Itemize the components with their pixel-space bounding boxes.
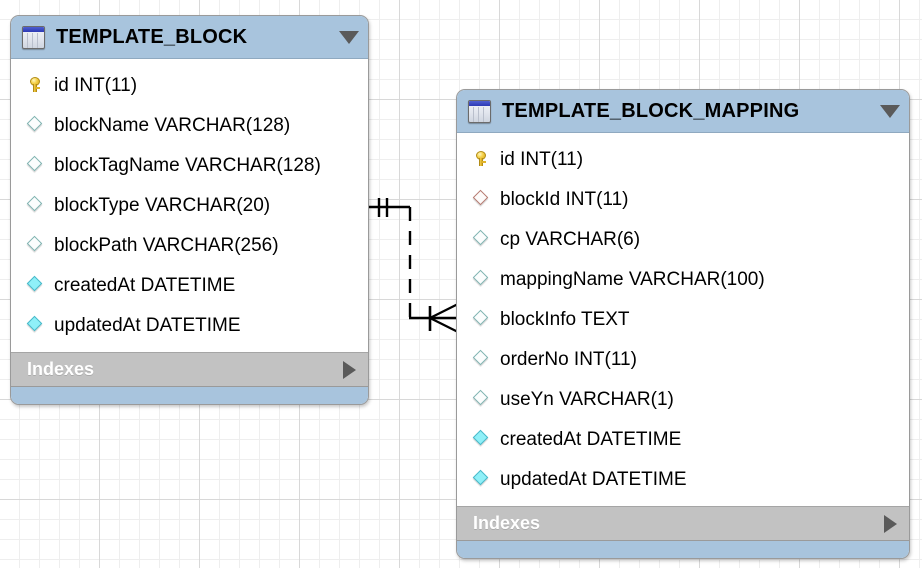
- column-nullable-icon: [472, 389, 491, 408]
- column-notnull-icon: [26, 315, 45, 334]
- table-entity-template-block[interactable]: TEMPLATE_BLOCK id INT(11) blockName VARC…: [10, 15, 369, 405]
- column-row[interactable]: createdAt DATETIME: [11, 265, 368, 305]
- relationship-crowsfoot-upper: [429, 303, 459, 319]
- column-row[interactable]: blockInfo TEXT: [457, 299, 909, 339]
- column-label: blockName VARCHAR(128): [54, 114, 291, 136]
- column-label: blockType VARCHAR(20): [54, 194, 271, 216]
- chevron-right-icon[interactable]: [884, 514, 897, 533]
- column-label: updatedAt DATETIME: [500, 468, 687, 490]
- foreign-key-icon: [472, 189, 491, 208]
- table-header[interactable]: TEMPLATE_BLOCK: [11, 16, 368, 59]
- indexes-section[interactable]: Indexes: [457, 506, 909, 540]
- column-label: blockPath VARCHAR(256): [54, 234, 279, 256]
- column-row[interactable]: mappingName VARCHAR(100): [457, 259, 909, 299]
- indexes-label: Indexes: [473, 513, 541, 533]
- column-nullable-icon: [472, 349, 491, 368]
- column-nullable-icon: [26, 235, 45, 254]
- column-list: id INT(11) blockName VARCHAR(128) blockT…: [11, 59, 368, 352]
- column-nullable-icon: [472, 269, 491, 288]
- table-footer-strip: [457, 540, 909, 558]
- primary-key-icon: [473, 150, 491, 168]
- table-title: TEMPLATE_BLOCK_MAPPING: [502, 99, 800, 122]
- column-label: blockId INT(11): [500, 188, 629, 210]
- column-label: mappingName VARCHAR(100): [500, 268, 765, 290]
- column-row[interactable]: orderNo INT(11): [457, 339, 909, 379]
- column-nullable-icon: [26, 195, 45, 214]
- column-row[interactable]: cp VARCHAR(6): [457, 219, 909, 259]
- table-entity-template-block-mapping[interactable]: TEMPLATE_BLOCK_MAPPING id INT(11) blockI…: [456, 89, 910, 559]
- column-label: id INT(11): [500, 148, 584, 170]
- primary-key-icon: [27, 76, 45, 94]
- indexes-section[interactable]: Indexes: [11, 352, 368, 386]
- column-label: blockInfo TEXT: [500, 308, 630, 330]
- column-label: createdAt DATETIME: [500, 428, 682, 450]
- table-icon: [468, 99, 491, 123]
- column-label: useYn VARCHAR(1): [500, 388, 674, 410]
- column-label: cp VARCHAR(6): [500, 228, 641, 250]
- chevron-down-icon[interactable]: [339, 30, 359, 44]
- column-nullable-icon: [472, 309, 491, 328]
- column-row[interactable]: blockId INT(11): [457, 179, 909, 219]
- column-row[interactable]: id INT(11): [457, 139, 909, 179]
- column-row[interactable]: blockPath VARCHAR(256): [11, 225, 368, 265]
- column-row[interactable]: blockTagName VARCHAR(128): [11, 145, 368, 185]
- table-icon: [22, 25, 45, 49]
- column-label: updatedAt DATETIME: [54, 314, 241, 336]
- column-list: id INT(11) blockId INT(11) cp VARCHAR(6)…: [457, 133, 909, 506]
- chevron-right-icon[interactable]: [343, 360, 356, 379]
- column-row[interactable]: createdAt DATETIME: [457, 419, 909, 459]
- column-label: id INT(11): [54, 74, 138, 96]
- relationship-crowsfoot-lower: [429, 317, 459, 333]
- column-notnull-icon: [26, 275, 45, 294]
- chevron-down-icon[interactable]: [880, 104, 900, 118]
- table-title: TEMPLATE_BLOCK: [56, 25, 248, 48]
- column-row[interactable]: updatedAt DATETIME: [457, 459, 909, 499]
- column-label: createdAt DATETIME: [54, 274, 236, 296]
- column-row[interactable]: updatedAt DATETIME: [11, 305, 368, 345]
- indexes-label: Indexes: [27, 359, 95, 379]
- column-nullable-icon: [472, 229, 491, 248]
- table-header[interactable]: TEMPLATE_BLOCK_MAPPING: [457, 90, 909, 133]
- column-notnull-icon: [472, 429, 491, 448]
- column-nullable-icon: [26, 155, 45, 174]
- column-label: blockTagName VARCHAR(128): [54, 154, 321, 176]
- column-label: orderNo INT(11): [500, 348, 637, 370]
- column-row[interactable]: id INT(11): [11, 65, 368, 105]
- column-row[interactable]: blockType VARCHAR(20): [11, 185, 368, 225]
- column-row[interactable]: useYn VARCHAR(1): [457, 379, 909, 419]
- column-nullable-icon: [26, 115, 45, 134]
- column-notnull-icon: [472, 469, 491, 488]
- column-row[interactable]: blockName VARCHAR(128): [11, 105, 368, 145]
- table-footer-strip: [11, 386, 368, 404]
